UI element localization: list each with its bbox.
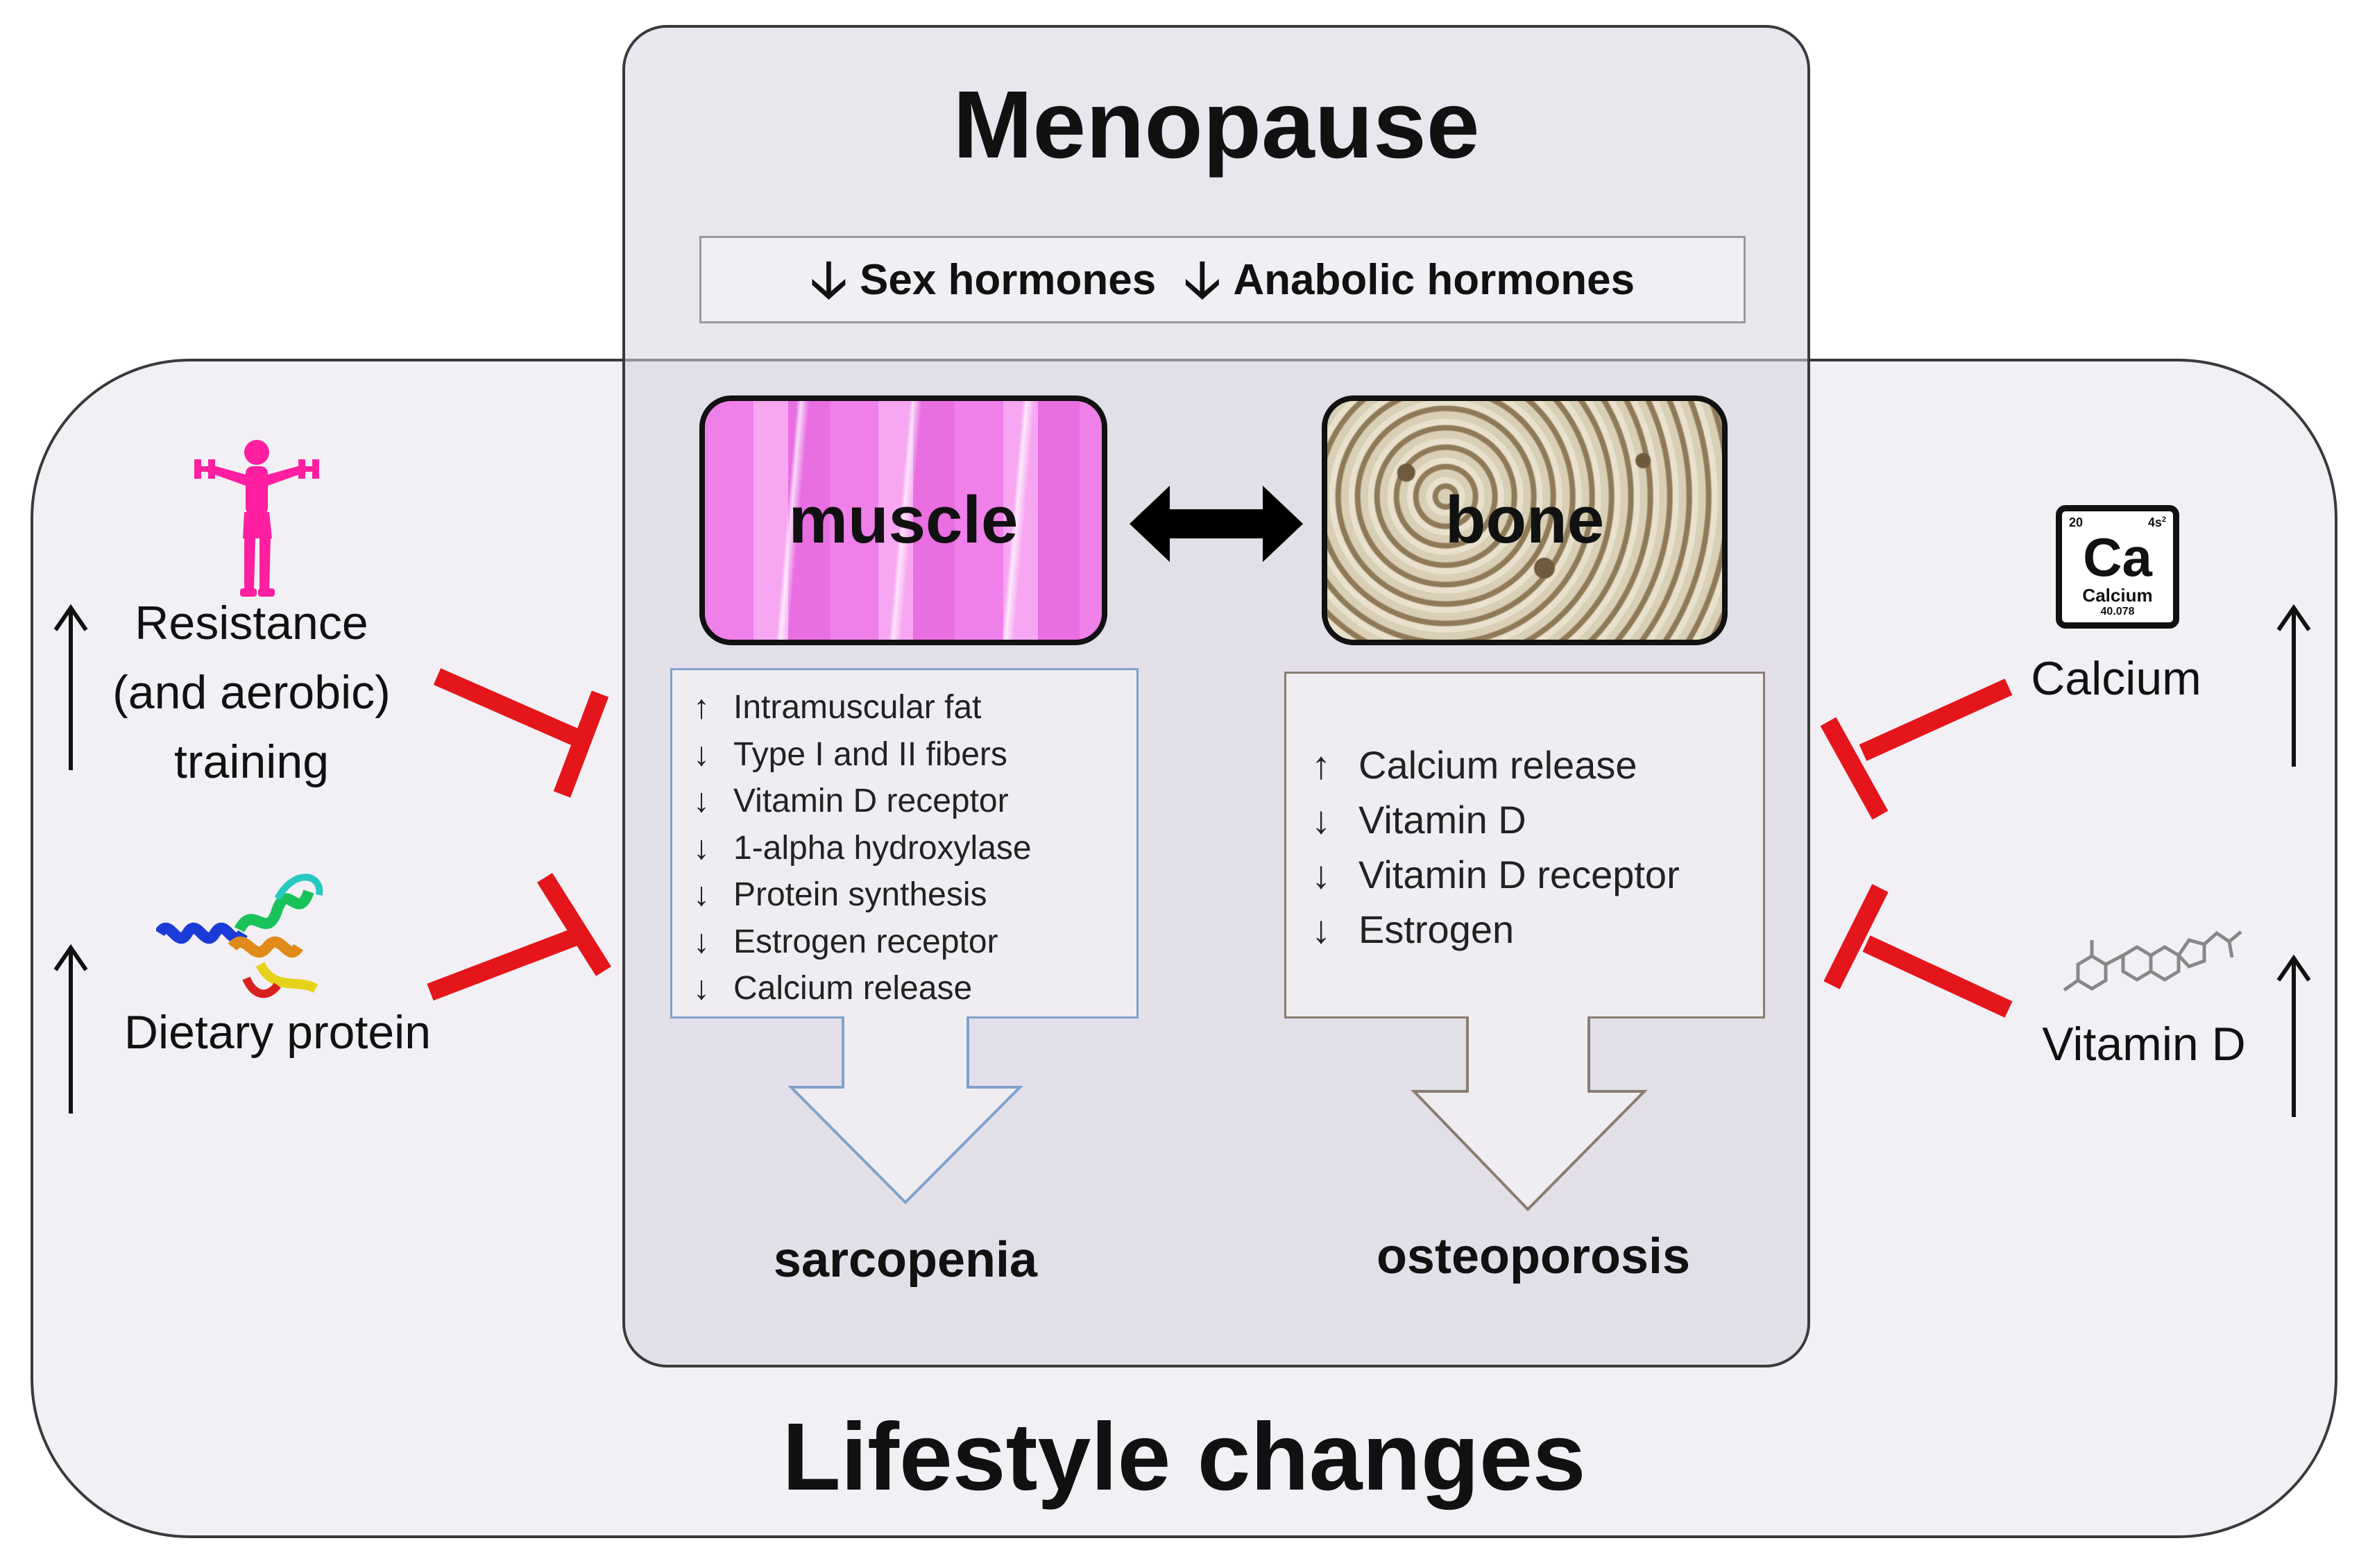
list-item: ↓Calcium release <box>693 970 973 1007</box>
muscle-outcome-arrow <box>787 1016 1023 1204</box>
up-arrow-icon <box>2276 604 2311 767</box>
vitamin-d-label: Vitamin D <box>2042 1018 2246 1071</box>
list-item: ↓Estrogen receptor <box>693 923 998 960</box>
up-arrow-icon <box>2276 954 2311 1117</box>
protein-inhibitor-icon <box>427 873 612 1001</box>
lifestyle-title: Lifestyle changes <box>782 1404 1586 1510</box>
list-item: ↓Estrogen <box>1311 907 1515 951</box>
down-arrow-icon: 🡣 <box>810 250 847 308</box>
training-inhibitor-icon <box>433 668 609 798</box>
muscle-label: muscle <box>788 483 1019 557</box>
list-item: ↑Calcium release <box>1311 743 1637 787</box>
list-item: ↓Type I and II fibers <box>693 735 1007 773</box>
list-item: ↑Intramuscular fat <box>693 689 982 726</box>
calcium-label: Calcium <box>2031 652 2201 705</box>
list-item: ↓Protein synthesis <box>693 876 987 913</box>
list-item: ↓Vitamin D receptor <box>693 783 1009 819</box>
list-item: ↓Vitamin D <box>1311 798 1526 842</box>
osteoporosis-label: osteoporosis <box>1376 1229 1691 1284</box>
list-item: ↓Vitamin D receptor <box>1311 853 1680 896</box>
down-arrow-icon: 🡣 <box>1184 250 1221 308</box>
bone-label: bone <box>1445 483 1605 557</box>
list-item: ↓1-alpha hydroxylase <box>693 829 1032 867</box>
exercising-woman-icon <box>194 440 319 597</box>
atomic-mass: 40.078 <box>2100 606 2135 617</box>
muscle-effects-list: ↑Intramuscular fat ↓Type I and II fibers… <box>670 668 1139 1019</box>
hormone-box: 🡣 Sex hormones 🡣 Anabolic hormones <box>699 236 1746 323</box>
element-name: Calcium <box>2082 585 2153 606</box>
protein-label: Dietary protein <box>123 1006 432 1059</box>
sarcopenia-label: sarcopenia <box>773 1232 1038 1288</box>
menopause-title: Menopause <box>953 71 1480 178</box>
up-arrow-icon <box>53 944 88 1114</box>
vitamin-d-molecule-icon <box>2063 930 2242 992</box>
double-arrow-icon <box>1130 486 1303 562</box>
electron-shell: 4s2 <box>2147 515 2166 529</box>
vitamin-d-inhibitor-icon <box>1823 884 2013 1018</box>
atomic-number: 20 <box>2069 515 2084 529</box>
calcium-element-tile: 20 4s2 Ca Calcium 40.078 <box>2056 505 2179 629</box>
bone-outcome-arrow <box>1411 1016 1648 1211</box>
up-arrow-icon <box>53 604 88 770</box>
muscle-tile: muscle <box>699 395 1107 645</box>
bone-tile: bone <box>1322 395 1728 645</box>
element-symbol: Ca <box>2083 527 2152 588</box>
hormone-label-sex: Sex hormones <box>860 255 1157 304</box>
training-label: Resistance (and aerobic) training <box>112 597 391 788</box>
hormone-label-anabolic: Anabolic hormones <box>1233 255 1635 304</box>
calcium-inhibitor-icon <box>1820 679 2013 820</box>
bone-effects-list: ↑Calcium release ↓Vitamin D ↓Vitamin D r… <box>1284 672 1765 1019</box>
protein-structure-icon <box>156 874 323 998</box>
